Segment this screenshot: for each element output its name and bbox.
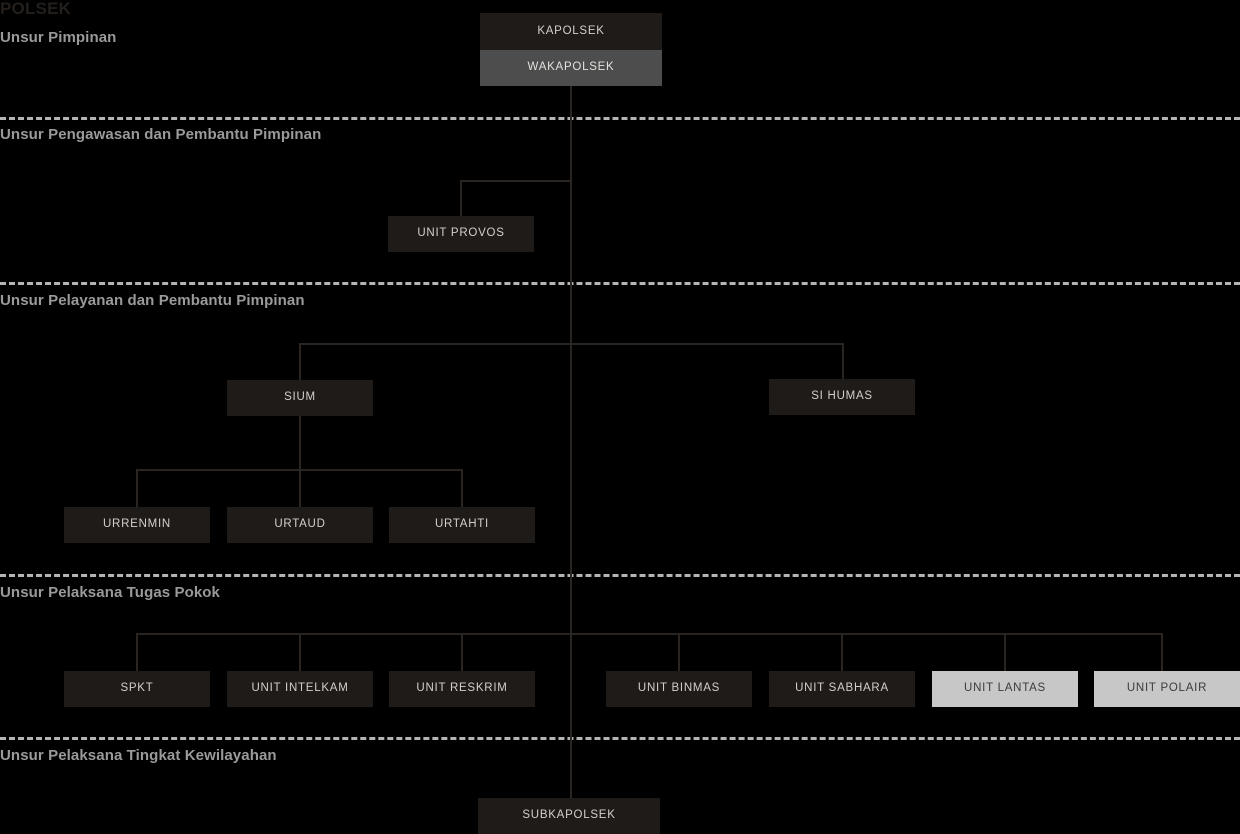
connector-reskrim-vertical [461, 633, 463, 671]
node-subkapolsek[interactable]: SUBKAPOLSEK [478, 798, 660, 834]
connector-tugas-horizontal [136, 633, 1162, 635]
node-unit-polair[interactable]: UNIT POLAIR [1094, 671, 1240, 707]
org-chart-title: POLSEK [0, 0, 72, 18]
node-unit-sabhara[interactable]: UNIT SABHARA [769, 671, 915, 707]
connector-binmas-vertical [678, 633, 680, 671]
section-label-unsur-pelaksana-tugas: Unsur Pelaksana Tugas Pokok [0, 584, 221, 601]
connector-sium-vertical [299, 343, 301, 382]
node-wakapolsek[interactable]: WAKAPOLSEK [480, 50, 662, 86]
section-label-unsur-pimpinan: Unsur Pimpinan [0, 29, 117, 46]
section-label-unsur-pelaksana-kewilayahan: Unsur Pelaksana Tingkat Kewilayahan [0, 747, 277, 764]
connector-intelkam-vertical [299, 633, 301, 671]
node-si-humas[interactable]: SI HUMAS [769, 379, 915, 415]
connector-sihumas-vertical [842, 343, 844, 382]
divider-3 [0, 574, 1240, 577]
section-label-unsur-pengawasan: Unsur Pengawasan dan Pembantu Pimpinan [0, 126, 322, 143]
connector-spkt-vertical [136, 633, 138, 671]
node-unit-lantas[interactable]: UNIT LANTAS [932, 671, 1078, 707]
connector-layanan-horizontal [299, 343, 844, 345]
trunk-line-main [570, 86, 572, 798]
section-label-unsur-pelayanan: Unsur Pelayanan dan Pembantu Pimpinan [0, 292, 305, 309]
node-urtahti[interactable]: URTAHTI [389, 507, 535, 543]
node-sium[interactable]: SIUM [227, 380, 373, 416]
connector-urrenmin-vertical [136, 469, 138, 507]
node-unit-intelkam[interactable]: UNIT INTELKAM [227, 671, 373, 707]
node-spkt[interactable]: SPKT [64, 671, 210, 707]
node-unit-reskrim[interactable]: UNIT RESKRIM [389, 671, 535, 707]
node-urrenmin[interactable]: URRENMIN [64, 507, 210, 543]
connector-provos-horizontal [460, 180, 571, 182]
connector-urtaud-vertical [299, 469, 301, 507]
divider-1 [0, 117, 1240, 120]
connector-polair-vertical [1161, 633, 1163, 671]
divider-4 [0, 737, 1240, 740]
connector-lantas-vertical [1004, 633, 1006, 671]
connector-sium-stem [299, 416, 301, 469]
connector-provos-vertical [460, 180, 462, 218]
node-kapolsek[interactable]: KAPOLSEK [480, 13, 662, 50]
connector-urtahti-vertical [461, 469, 463, 507]
node-unit-binmas[interactable]: UNIT BINMAS [606, 671, 752, 707]
connector-sabhara-vertical [841, 633, 843, 671]
divider-2 [0, 282, 1240, 285]
node-urtaud[interactable]: URTAUD [227, 507, 373, 543]
node-unit-provos[interactable]: UNIT PROVOS [388, 216, 534, 252]
